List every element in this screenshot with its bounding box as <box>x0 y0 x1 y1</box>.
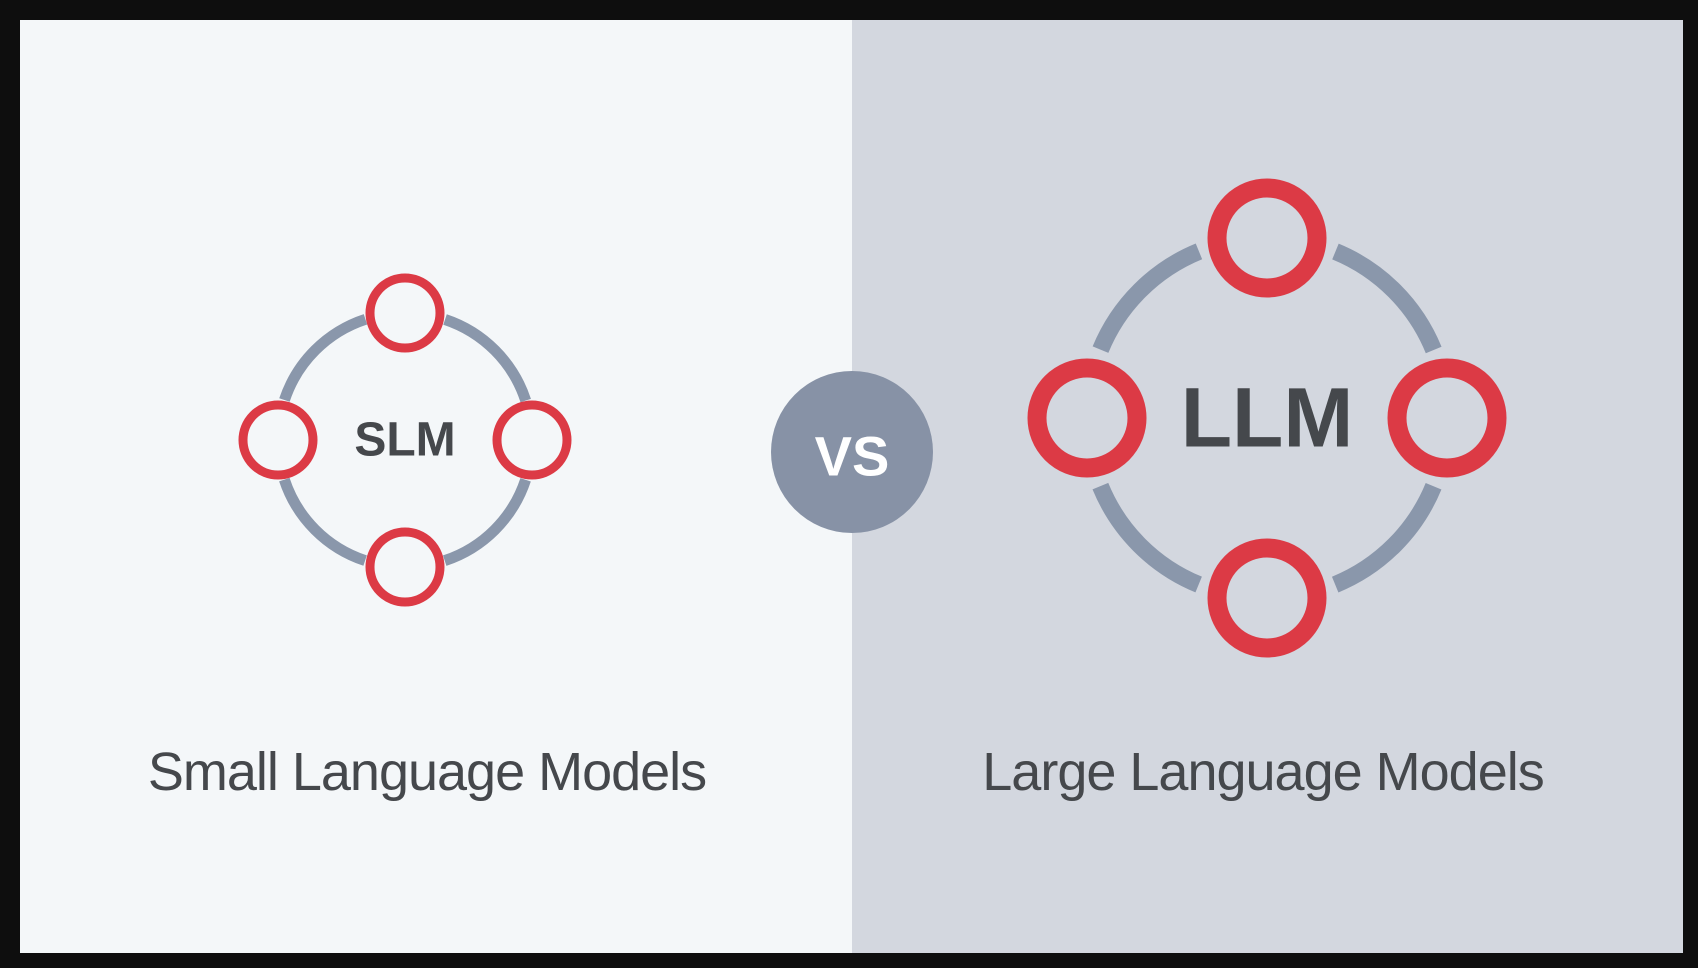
llm-network-icon <box>1027 178 1507 658</box>
llm-caption: Large Language Models <box>982 742 1544 802</box>
llm-panel <box>852 20 1683 953</box>
vs-badge <box>771 371 933 533</box>
slm-label: SLM <box>354 413 456 467</box>
comparison-graphic: SLM LLM VS Small Language Models Large L… <box>20 20 1683 953</box>
slm-panel <box>20 20 852 953</box>
diagram-canvas <box>238 178 1507 658</box>
slm-caption: Small Language Models <box>147 742 707 802</box>
vs-label: VS <box>814 424 890 488</box>
slm-network-icon <box>238 273 572 607</box>
llm-label: LLM <box>1180 370 1354 465</box>
